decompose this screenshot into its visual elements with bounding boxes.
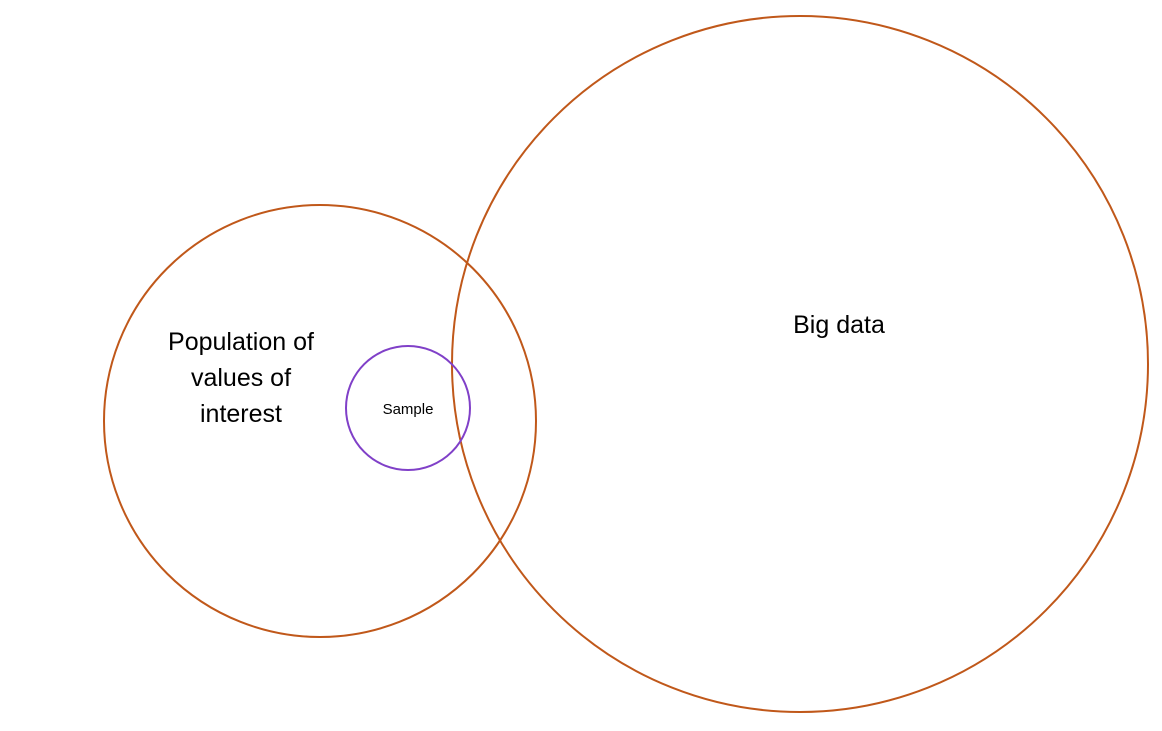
population-circle (103, 204, 537, 638)
population-label-line-3: interest (200, 400, 282, 428)
big-data-circle (451, 15, 1149, 713)
sample-label: Sample (383, 401, 434, 418)
big-data-label: Big data (793, 311, 885, 339)
population-label-line-2: values of (191, 364, 291, 392)
population-label: Population of values of interest (168, 328, 314, 428)
population-label-line-1: Population of (168, 328, 314, 356)
sample-circle (345, 345, 471, 471)
